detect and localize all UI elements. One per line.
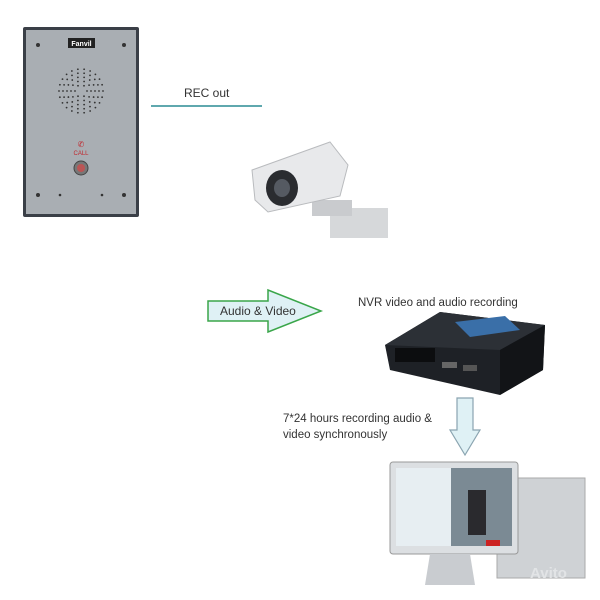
speaker-hole xyxy=(77,80,79,83)
svg-text:✆: ✆ xyxy=(78,140,85,149)
speaker-hole xyxy=(76,72,79,75)
speaker-hole xyxy=(76,107,79,110)
speaker-hole xyxy=(83,111,86,114)
audio-video-arrow xyxy=(207,288,324,334)
speaker-hole xyxy=(93,78,96,81)
speaker-hole xyxy=(83,76,86,79)
speaker-hole xyxy=(89,70,92,72)
speaker-hole xyxy=(76,68,79,71)
speaker-hole xyxy=(62,90,64,92)
speaker-hole xyxy=(98,101,101,104)
speaker-hole xyxy=(71,74,73,77)
speaker-hole xyxy=(63,83,65,86)
speaker-hole xyxy=(66,90,68,92)
rec-out-label: REC out xyxy=(184,86,230,100)
speaker-hole xyxy=(61,101,64,104)
security-camera xyxy=(251,141,388,238)
speaker-hole xyxy=(58,90,60,92)
speaker-hole xyxy=(94,90,96,92)
speaker-hole xyxy=(76,76,79,79)
speaker-hole xyxy=(97,83,99,86)
speaker-hole xyxy=(92,96,95,98)
speaker-hole xyxy=(67,84,70,86)
computer-monitor xyxy=(389,461,586,585)
speaker-hole xyxy=(77,84,79,87)
speaker-hole xyxy=(66,78,69,81)
audio-video-label: Audio & Video xyxy=(220,304,296,318)
speaker-grille xyxy=(58,68,104,114)
avito-watermark: Avito xyxy=(530,565,567,582)
door-intercom-panel: Fanvil CALL ✆ xyxy=(23,27,139,217)
speaker-hole xyxy=(63,96,65,99)
speaker-hole xyxy=(72,95,74,98)
speaker-hole xyxy=(97,96,99,99)
speaker-hole xyxy=(88,79,91,81)
call-label: CALL xyxy=(73,151,89,157)
speaker-hole xyxy=(83,84,85,87)
speaker-hole xyxy=(71,101,74,103)
speaker-hole xyxy=(83,80,85,83)
speaker-hole xyxy=(71,79,74,81)
speaker-hole xyxy=(98,78,101,81)
speaker-hole xyxy=(70,90,72,92)
nvr-device xyxy=(385,312,545,395)
speaker-hole xyxy=(90,90,92,92)
speaker-hole xyxy=(83,95,85,98)
speaker-hole xyxy=(72,84,74,87)
speaker-hole xyxy=(58,83,61,86)
speaker-hole xyxy=(83,103,86,106)
speaker-hole xyxy=(65,106,68,109)
speaker-hole xyxy=(89,74,91,77)
speaker-hole xyxy=(65,73,68,76)
speaker-hole xyxy=(102,90,104,92)
speaker-hole xyxy=(83,99,85,102)
speaker-hole xyxy=(76,103,79,106)
speaker-hole xyxy=(77,99,79,102)
speaker-hole xyxy=(83,68,86,71)
speaker-hole xyxy=(61,78,64,81)
speaker-hole xyxy=(70,70,73,72)
speaker-hole xyxy=(89,105,91,108)
speaker-hole xyxy=(67,96,70,98)
speaker-hole xyxy=(94,106,97,109)
speaker-hole xyxy=(58,96,61,99)
speaker-hole xyxy=(98,90,100,92)
speaker-hole xyxy=(101,83,104,86)
speaker-hole xyxy=(92,84,95,86)
speaker-hole xyxy=(83,107,86,110)
speaker-hole xyxy=(77,95,79,98)
speaker-hole xyxy=(66,101,69,104)
speaker-hole xyxy=(88,101,91,103)
recording-label-line1: 7*24 hours recording audio & xyxy=(283,413,432,425)
recording-down-arrow xyxy=(448,397,482,457)
speaker-hole xyxy=(86,90,88,92)
speaker-hole xyxy=(101,96,104,99)
nvr-label: NVR video and audio recording xyxy=(358,297,518,309)
speaker-hole xyxy=(88,84,90,87)
speaker-hole xyxy=(83,72,86,75)
speaker-hole xyxy=(93,101,96,104)
speaker-hole xyxy=(88,95,90,98)
speaker-hole xyxy=(71,105,73,108)
speaker-hole xyxy=(76,111,79,114)
speaker-hole xyxy=(70,110,73,112)
recording-label-line2: video synchronously xyxy=(283,429,388,441)
speaker-hole xyxy=(94,73,97,76)
speaker-hole xyxy=(89,110,92,112)
speaker-hole xyxy=(74,90,76,92)
intercom-brand-logo: Fanvil xyxy=(71,41,91,48)
